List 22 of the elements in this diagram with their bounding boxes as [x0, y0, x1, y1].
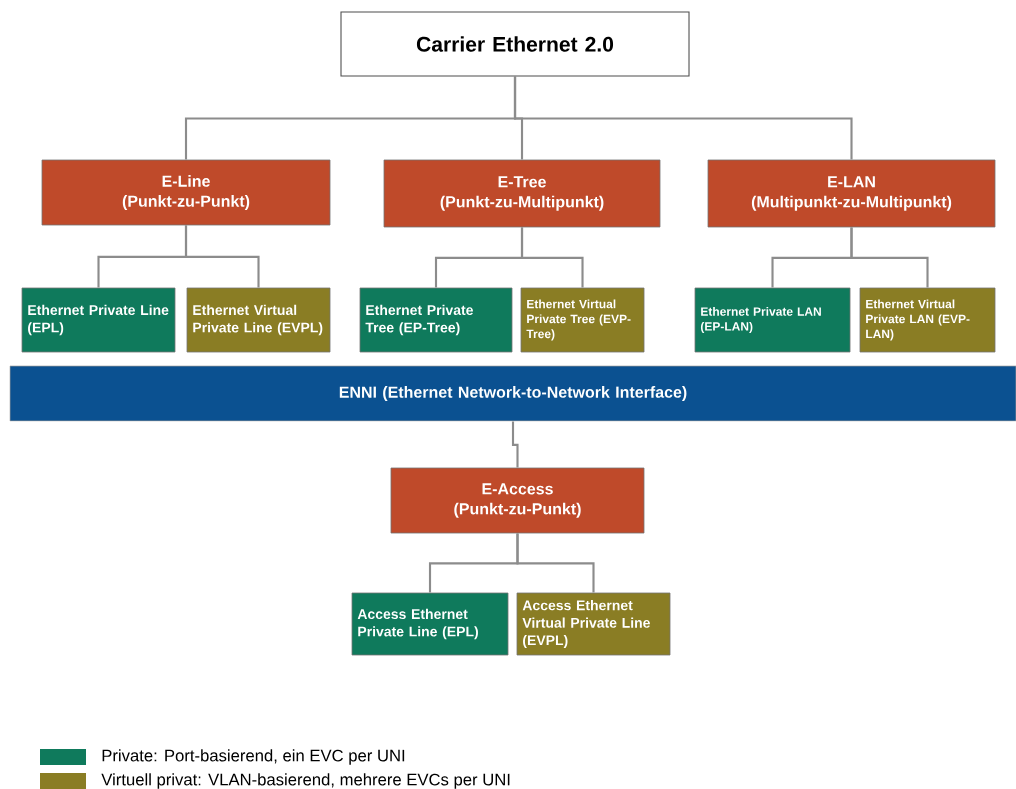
legend-text: Virtuell privat: VLAN-basierend, mehrere EVCs per UNI — [101, 773, 510, 789]
service-box: Ethernet Private LAN (EP-LAN) — [694, 287, 851, 353]
service-box: Ethernet Private Line (EPL) — [21, 287, 176, 353]
category-box: E-Line (Punkt-zu-Punkt) — [41, 159, 331, 226]
legend-text: Private: Port-basierend, ein EVC per UNI — [102, 749, 405, 765]
connector-line — [513, 76, 853, 160]
service-box: Access Ethernet Virtual Private Line (EVPL) — [516, 592, 671, 656]
service-box: Ethernet Virtual Private Tree (EVP-Tree) — [520, 287, 645, 353]
title-box: Carrier Ethernet 2.0 — [340, 11, 690, 77]
connector-line — [850, 227, 929, 288]
service-box: Ethernet Virtual Private Line (EVPL) — [186, 287, 331, 353]
service-box: Ethernet Virtual Private LAN (EVP-LAN) — [859, 287, 996, 353]
connector-line — [520, 227, 584, 288]
category-box: E-Tree (Punkt-zu-Multipunkt) — [383, 159, 661, 228]
service-box: Access Ethernet Private Line (EPL) — [351, 592, 509, 656]
category-box: E-LAN (Multipunkt-zu-Multipunkt) — [707, 159, 996, 228]
connector-line — [511, 421, 519, 468]
service-box: Ethernet Private Tree (EP-Tree) — [359, 287, 513, 353]
interface-band: ENNI (Ethernet Network-to-Network Interface) — [9, 365, 1016, 422]
connector-line — [184, 225, 260, 288]
connector-line — [516, 533, 595, 593]
category-box: E-Access (Punkt-zu-Punkt) — [390, 467, 645, 534]
